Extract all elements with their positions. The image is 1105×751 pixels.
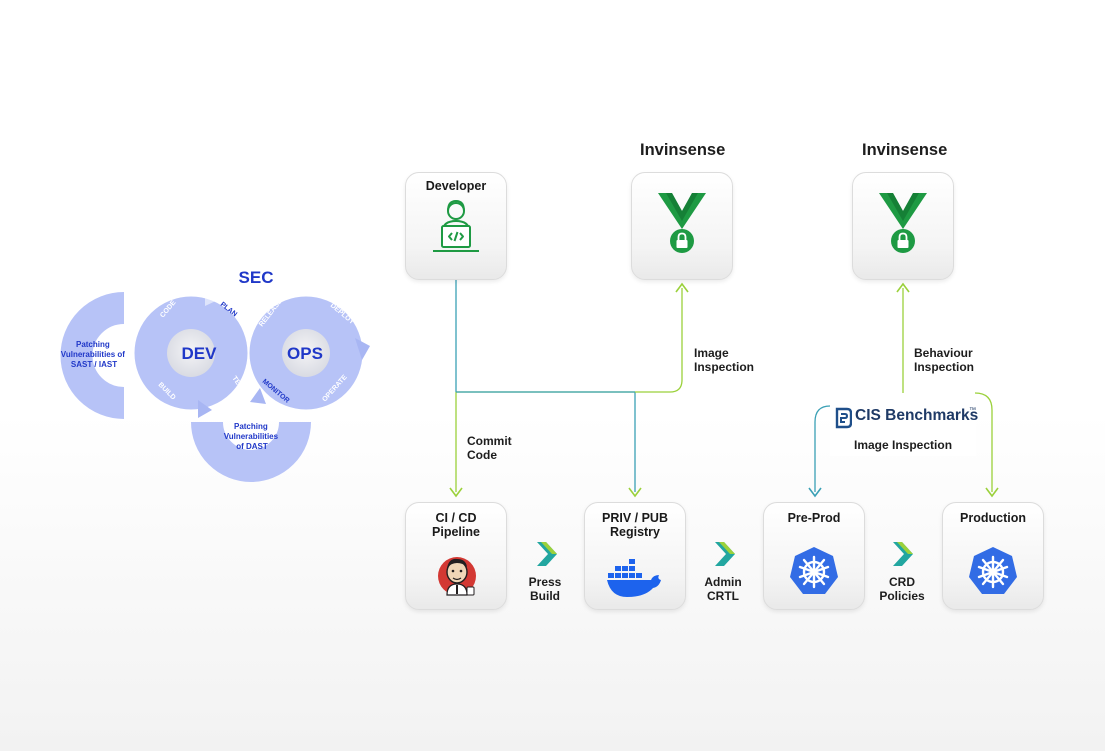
developer-icon [433,200,479,252]
jenkins-icon [438,557,476,596]
developer-title: Developer [425,179,487,193]
press-build-label: Press Build [528,575,562,603]
invinsense-card-2[interactable] [852,172,954,280]
cicd-pipeline-card[interactable]: CI / CD Pipeline [405,502,507,610]
invinsense-card-1[interactable] [631,172,733,280]
cis-logo-icon [835,407,852,429]
behaviour-inspection-label: Behaviour Inspection [914,346,975,374]
sec-label: SEC [239,268,274,287]
registry-card[interactable]: PRIV / PUB Registry [584,502,686,610]
arrowhead-build [198,400,212,418]
ops-ring [249,296,363,410]
chevron-right-icon [715,542,735,566]
chevron-right-icon [893,542,913,566]
invinsense-badge-icon [879,193,927,253]
dev-label: DEV [182,344,218,363]
production-title: Production [960,511,1026,525]
dev-core [167,329,215,377]
cis-benchmarks: CIS Benchmarks ™ Image Inspection [834,405,984,455]
invinsense-header-2: Invinsense [862,141,948,159]
cis-box-bg [830,396,976,456]
invinsense-badge-icon [658,193,706,253]
production-card[interactable]: Production [942,502,1044,610]
admin-crtl-label: Admin CRTL [704,575,742,603]
cicd-title: CI / CD Pipeline [432,511,480,539]
preprod-title: Pre-Prod [787,511,841,525]
arrowhead-deploy [355,338,370,360]
ops-label: OPS [287,344,323,363]
cis-to-preprod-line [814,405,831,492]
image-inspection-label: Image Inspection [694,346,755,374]
cis-brand-text: CIS Benchmarks [855,407,979,424]
kubernetes-icon [790,547,838,594]
cis-caption: Image Inspection [854,438,953,452]
image-inspection-line [456,288,683,393]
ops-core [282,329,330,377]
sast-iast-text: Patching Vulnerabilities of SAST / IAST [61,340,127,369]
commit-code-label: Commit Code [467,434,512,462]
sast-iast-loop [60,292,125,419]
arrowhead-invinsense-2 [896,282,910,293]
preprod-card[interactable]: Pre-Prod [763,502,865,610]
developer-card[interactable]: Developer [405,172,507,280]
dast-text: Patching Vulnerabilities of DAST [224,422,281,451]
invinsense-header-1: Invinsense [640,141,726,159]
docker-icon [607,559,661,597]
arrowhead-invinsense-1 [675,282,689,293]
chevron-right-icon [537,542,557,566]
kubernetes-icon [969,547,1017,594]
dev-ring [134,296,248,410]
arrowhead-preprod [808,487,822,498]
cis-to-production-line [974,392,993,492]
cis-trademark: ™ [969,407,976,414]
arrowhead-monitor [250,388,266,404]
crd-policies-label: CRD Policies [879,575,925,603]
arrowhead-cicd [449,487,463,498]
arrowhead-production [985,487,999,498]
dast-loop [191,421,311,482]
arrowhead-registry [628,487,642,498]
arrowhead-plan [205,290,222,306]
registry-title: PRIV / PUB Registry [602,511,668,539]
